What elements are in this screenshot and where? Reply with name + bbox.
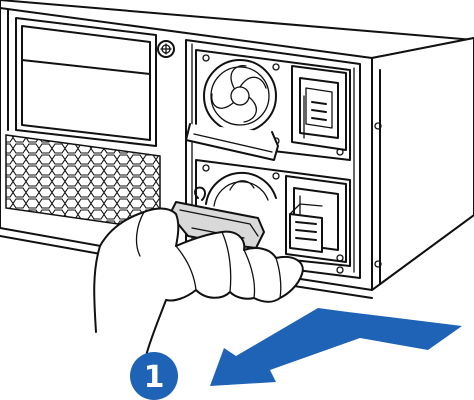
- screw-hole: [374, 260, 382, 268]
- step-number-label: 1: [144, 360, 165, 395]
- psu-module-upper: [185, 49, 351, 161]
- blank-bay-panel: [7, 9, 157, 147]
- release-latch-icon: [289, 203, 323, 253]
- step-number-badge: 1: [130, 352, 178, 400]
- thumbscrew-icon: [157, 40, 175, 58]
- screw-hole: [374, 122, 382, 130]
- fan-icon: [202, 54, 280, 145]
- fan-icon: [202, 164, 280, 207]
- psu-handle-upper: [185, 123, 279, 161]
- step-arrow-icon: [210, 308, 462, 386]
- hand-icon: [93, 207, 304, 357]
- power-socket-icon: [291, 65, 347, 151]
